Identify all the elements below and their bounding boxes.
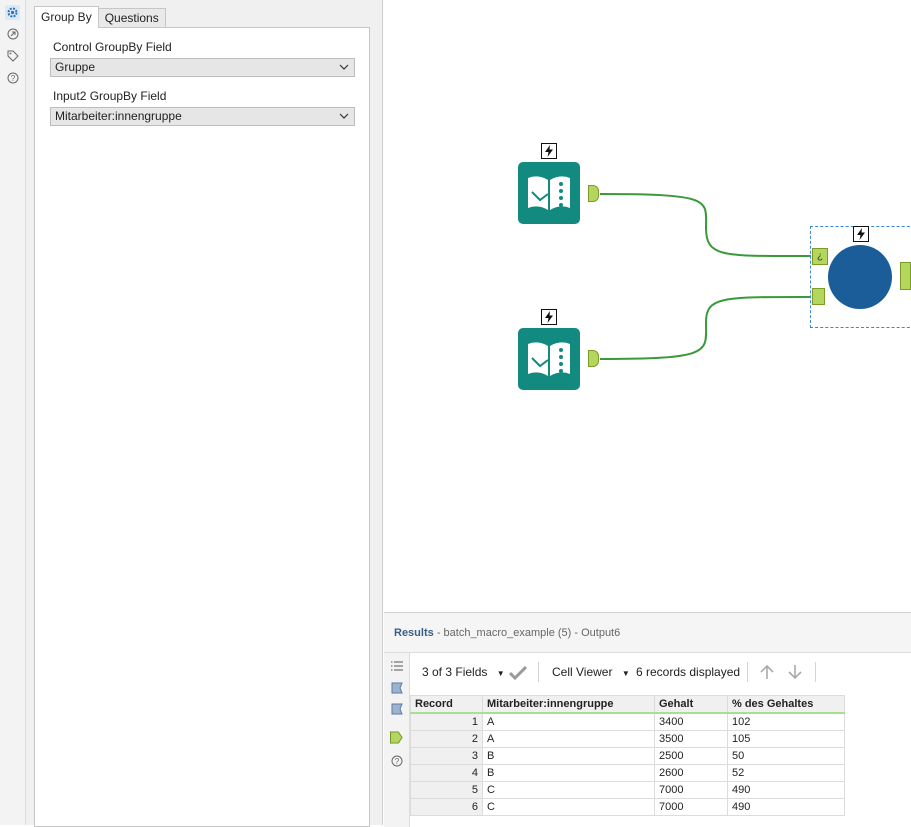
chevron-down-icon bbox=[339, 64, 349, 70]
gehalt-cell: 3400 bbox=[654, 712, 728, 731]
help-icon[interactable]: ? bbox=[5, 70, 20, 85]
results-side-toolbar: ? bbox=[384, 653, 410, 827]
input-anchor-icon[interactable] bbox=[390, 681, 403, 694]
results-toolbar: 3 of 3 Fields ▼ Cell Viewer ▼ 6 records … bbox=[410, 653, 911, 693]
connection-line bbox=[599, 193, 812, 258]
config-tabs: Group By Questions bbox=[34, 6, 166, 28]
control-groupby-value: Gruppe bbox=[55, 60, 96, 74]
results-table: Record Mitarbeiter:innengruppe Gehalt % … bbox=[410, 695, 845, 816]
tab-group-by[interactable]: Group By bbox=[34, 6, 99, 28]
results-title: Results bbox=[394, 627, 434, 639]
control-input-anchor[interactable]: ¿ bbox=[812, 248, 828, 265]
arrow-icon[interactable] bbox=[5, 26, 20, 41]
gehalt-cell: 3500 bbox=[654, 730, 728, 748]
column-header-gehalt[interactable]: Gehalt bbox=[654, 695, 728, 714]
data-input-anchor[interactable] bbox=[812, 288, 825, 305]
record-cell: 4 bbox=[410, 764, 483, 782]
connection-line bbox=[599, 295, 812, 360]
group-cell: C bbox=[482, 781, 655, 799]
toolbar-separator bbox=[538, 662, 539, 682]
bolt-icon bbox=[541, 309, 557, 325]
record-cell: 3 bbox=[410, 747, 483, 765]
svg-text:?: ? bbox=[394, 757, 399, 766]
record-cell: 5 bbox=[410, 781, 483, 799]
results-window: Results - batch_macro_example (5) - Outp… bbox=[384, 612, 911, 827]
group-by-tab-content: Control GroupBy Field Gruppe Input2 Grou… bbox=[34, 27, 370, 827]
record-cell: 6 bbox=[410, 798, 483, 816]
tag-icon[interactable] bbox=[5, 48, 20, 63]
output-anchor[interactable] bbox=[588, 185, 599, 202]
results-body: ? 3 of 3 Fields ▼ Cell Viewer ▼ 6 record… bbox=[384, 652, 911, 827]
fields-selector[interactable]: 3 of 3 Fields ▼ bbox=[422, 665, 505, 679]
percent-cell: 490 bbox=[727, 798, 845, 816]
checkmark-icon[interactable] bbox=[509, 666, 527, 680]
group-cell: C bbox=[482, 798, 655, 816]
input-anchor-icon[interactable] bbox=[390, 702, 403, 715]
results-header: Results - batch_macro_example (5) - Outp… bbox=[394, 627, 620, 639]
toolbar-separator bbox=[815, 662, 816, 682]
table-row[interactable]: 3 B 2500 50 bbox=[410, 747, 845, 765]
gehalt-cell: 2500 bbox=[654, 747, 728, 765]
input-tool-2[interactable] bbox=[518, 328, 580, 390]
toolbar-separator bbox=[747, 662, 748, 682]
percent-cell: 105 bbox=[727, 730, 845, 748]
chevron-down-icon bbox=[339, 113, 349, 119]
gear-icon[interactable] bbox=[5, 5, 20, 20]
table-row[interactable]: 5 C 7000 490 bbox=[410, 781, 845, 799]
percent-cell: 50 bbox=[727, 747, 845, 765]
cell-viewer-selector[interactable]: Cell Viewer ▼ bbox=[552, 665, 630, 679]
output-anchor-icon[interactable] bbox=[390, 731, 403, 744]
gehalt-cell: 2600 bbox=[654, 764, 728, 782]
list-icon[interactable] bbox=[390, 659, 403, 672]
column-header-group[interactable]: Mitarbeiter:innengruppe bbox=[482, 695, 655, 714]
table-header-row: Record Mitarbeiter:innengruppe Gehalt % … bbox=[410, 695, 845, 714]
bolt-icon bbox=[853, 226, 869, 242]
svg-text:?: ? bbox=[10, 74, 15, 83]
records-count: 6 records displayed bbox=[636, 665, 741, 679]
gehalt-cell: 7000 bbox=[654, 798, 728, 816]
percent-cell: 102 bbox=[727, 712, 845, 731]
batch-macro-tool[interactable] bbox=[828, 245, 892, 309]
column-header-record[interactable]: Record bbox=[410, 695, 483, 714]
record-cell: 2 bbox=[410, 730, 483, 748]
input-tool-1[interactable] bbox=[518, 162, 580, 224]
input2-groupby-value: Mitarbeiter:innengruppe bbox=[55, 109, 182, 123]
side-toolbar: ? bbox=[0, 0, 26, 825]
help-icon[interactable]: ? bbox=[390, 754, 403, 767]
table-row[interactable]: 6 C 7000 490 bbox=[410, 798, 845, 816]
table-row[interactable]: 2 A 3500 105 bbox=[410, 730, 845, 748]
input2-groupby-select[interactable]: Mitarbeiter:innengruppe bbox=[50, 107, 355, 126]
input2-groupby-label: Input2 GroupBy Field bbox=[53, 89, 167, 103]
group-cell: B bbox=[482, 764, 655, 782]
group-cell: A bbox=[482, 730, 655, 748]
output-anchor[interactable] bbox=[900, 262, 911, 290]
tab-questions[interactable]: Questions bbox=[97, 8, 166, 28]
arrow-up-icon[interactable] bbox=[759, 664, 775, 680]
record-cell: 1 bbox=[410, 712, 483, 731]
book-icon bbox=[528, 342, 570, 376]
gehalt-cell: 7000 bbox=[654, 781, 728, 799]
bolt-icon bbox=[541, 143, 557, 159]
results-subtitle: - batch_macro_example (5) - Output6 bbox=[436, 627, 621, 639]
workflow-canvas[interactable]: ¿ bbox=[384, 0, 911, 612]
configuration-panel: Group By Questions Control GroupBy Field… bbox=[26, 0, 383, 827]
connections bbox=[599, 193, 812, 360]
group-cell: B bbox=[482, 747, 655, 765]
arrow-down-icon[interactable] bbox=[787, 664, 803, 680]
percent-cell: 52 bbox=[727, 764, 845, 782]
table-row[interactable]: 4 B 2600 52 bbox=[410, 764, 845, 782]
percent-cell: 490 bbox=[727, 781, 845, 799]
book-icon bbox=[528, 176, 570, 210]
control-groupby-select[interactable]: Gruppe bbox=[50, 58, 355, 77]
table-row[interactable]: 1 A 3400 102 bbox=[410, 712, 845, 731]
dropdown-arrow-icon: ▼ bbox=[621, 669, 630, 678]
cell-viewer-label: Cell Viewer bbox=[552, 665, 613, 679]
control-groupby-label: Control GroupBy Field bbox=[53, 40, 172, 54]
group-cell: A bbox=[482, 712, 655, 731]
column-header-percent[interactable]: % des Gehaltes bbox=[727, 695, 845, 714]
dropdown-arrow-icon: ▼ bbox=[496, 669, 505, 678]
output-anchor[interactable] bbox=[588, 350, 599, 367]
fields-label: 3 of 3 Fields bbox=[422, 665, 488, 679]
